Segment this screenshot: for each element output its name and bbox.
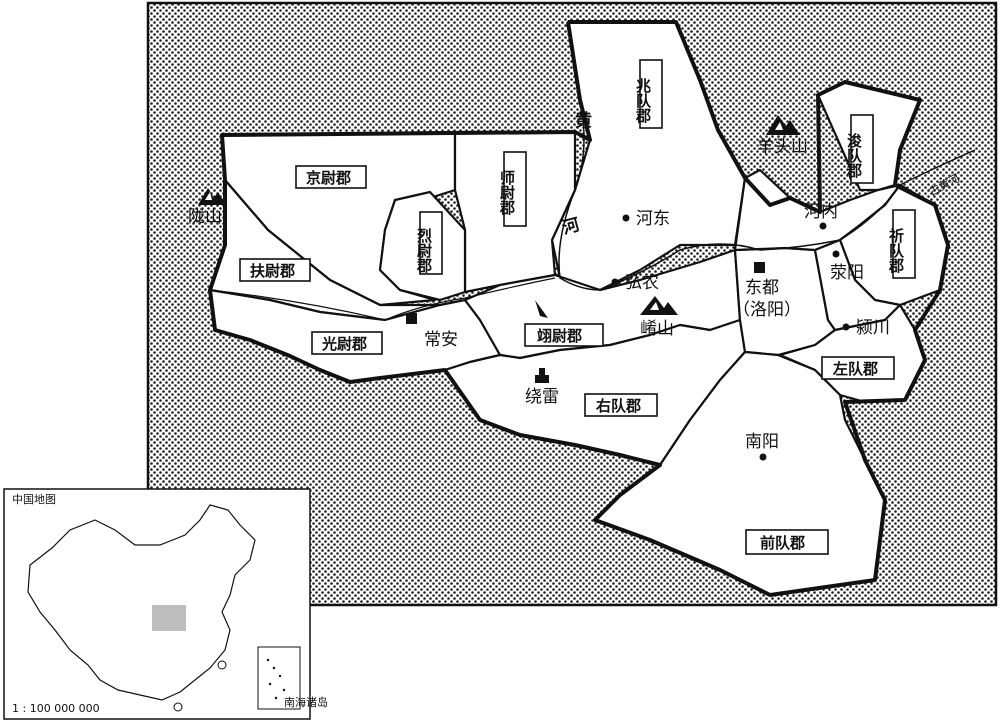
city-label-raolei: 绕雷 [525, 387, 559, 407]
inset-scale: 1 : 100 000 000 [12, 702, 100, 715]
label-box-zuodui [821, 356, 895, 380]
capital-marker-changan [406, 313, 417, 324]
city-dot-hedong [622, 214, 630, 222]
river-label-he: 河 [560, 215, 582, 239]
city-label-yingchuan: 颍川 [856, 318, 890, 338]
hainan-island [173, 702, 183, 712]
china-outline [27, 504, 256, 701]
label-box-qidui [892, 209, 916, 279]
city-dot-hongnong [611, 278, 619, 286]
river-line-west [209, 277, 556, 321]
city-label-xingyang: 荥阳 [830, 263, 864, 283]
label-box-fuwei [239, 258, 311, 282]
mountain-icon-xiaoshan [640, 296, 678, 315]
mountain-icon-longshan [198, 188, 226, 205]
city-dot-yingchuan [842, 323, 850, 331]
label-box-zhaodui [639, 59, 663, 129]
label-box-liewei [419, 211, 443, 275]
river-label-huang: 黄 [575, 110, 592, 131]
mountain-label-yangtoushan: 羊头山 [757, 137, 808, 157]
yellow-river [558, 21, 976, 291]
label-box-jingwei [295, 165, 367, 189]
label-box-jundui [850, 114, 874, 184]
region-label-qidui: 祈队郡 [887, 227, 905, 274]
region-label-fuwei: 扶尉郡 [250, 262, 295, 280]
taiwan-island [217, 660, 227, 670]
city-label-nanyang: 南阳 [745, 432, 779, 452]
label-box-shiwei [503, 151, 527, 227]
city-label-dongdu: 东都 [745, 278, 779, 298]
south-sea-inset [257, 646, 301, 710]
region-label-jingwei: 京尉郡 [306, 169, 351, 187]
mountain-icon-yangtoushan [766, 115, 800, 135]
city-dot-nanyang [759, 453, 767, 461]
region-label-zhaodui: 兆队郡 [634, 78, 652, 124]
region-label-guangwei: 光尉郡 [321, 335, 367, 353]
south-sea-label: 南海诸岛 [284, 695, 328, 709]
label-box-qiandui [745, 529, 829, 555]
city-dot-henei [819, 222, 827, 230]
region-label-shiwei: 师尉郡 [498, 169, 516, 216]
capital-marker-dongdu [754, 262, 765, 273]
city-dot-xingyang [832, 250, 840, 258]
pass-marker-icon [535, 300, 548, 318]
city-label-hedong: 河东 [636, 209, 670, 229]
region-label-qiandui: 前队郡 [760, 534, 805, 552]
region-label-liewei: 烈尉郡 [415, 228, 433, 274]
city-label-hongnong: 弘农 [625, 273, 659, 293]
region-label-jundui: 浚队郡 [845, 132, 863, 179]
label-box-yiwei [524, 323, 604, 347]
city-label-henei: 河内 [804, 202, 838, 222]
region-label-yiwei: 翊尉郡 [537, 327, 582, 345]
region-label-youdui: 右队郡 [596, 397, 641, 415]
empire-boundary [208, 20, 950, 597]
region-label-zuodui: 左队郡 [832, 360, 878, 378]
site-icon-raolei [535, 368, 549, 383]
inset-title: 中国地图 [12, 493, 56, 506]
city-label-changan: 常安 [424, 330, 458, 350]
mountain-label-longshan: 陇山 [188, 207, 222, 227]
label-box-youdui [584, 393, 658, 417]
label-box-guangwei [311, 331, 383, 355]
south-sea-islands [266, 658, 286, 700]
city-label-dongdu-note: （洛阳） [733, 300, 801, 320]
mountain-label-xiaoshan: 崤山 [640, 319, 674, 339]
inset-highlight-area [152, 605, 186, 631]
